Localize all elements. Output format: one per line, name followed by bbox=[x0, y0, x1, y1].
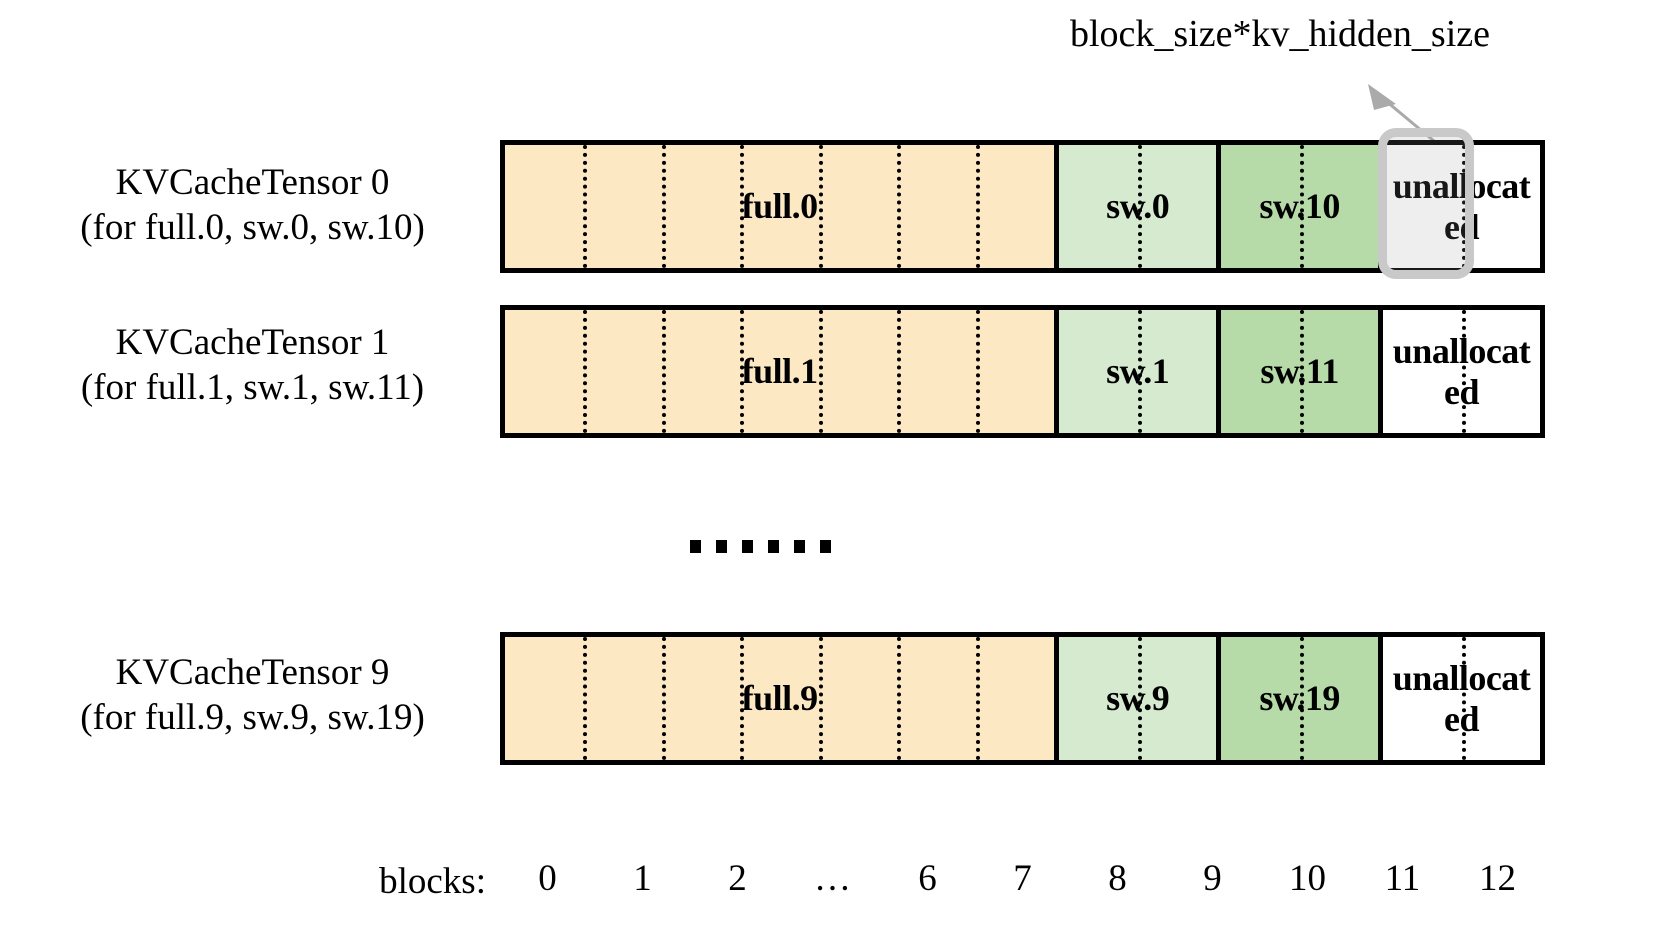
row-label-line2: (for full.9, sw.9, sw.19) bbox=[80, 697, 425, 739]
row-label-line2: (for full.0, sw.0, sw.10) bbox=[80, 207, 425, 249]
row-label-tensor-0: KVCacheTensor 0 (for full.0, sw.0, sw.10… bbox=[20, 160, 485, 250]
segment-unallocated[interactable]: unallocated bbox=[1383, 145, 1540, 268]
axis-tick: 9 bbox=[1203, 858, 1222, 899]
segment-label: full.9 bbox=[741, 678, 819, 719]
segment-unallocated[interactable]: unallocated bbox=[1383, 310, 1540, 433]
row-label-tensor-1: KVCacheTensor 1 (for full.1, sw.1, sw.11… bbox=[20, 320, 485, 410]
segment-unallocated[interactable]: unallocated bbox=[1383, 637, 1540, 760]
axis-tick: 12 bbox=[1479, 858, 1516, 899]
segment-label: sw.10 bbox=[1259, 186, 1340, 227]
segment-full-0[interactable]: full.0 bbox=[505, 145, 1060, 268]
segment-full-9[interactable]: full.9 bbox=[505, 637, 1060, 760]
axis-tick: 10 bbox=[1289, 858, 1326, 899]
segment-sw-19[interactable]: sw.19 bbox=[1221, 637, 1384, 760]
segment-label: sw.9 bbox=[1106, 678, 1170, 719]
axis-tick-list: 0 1 2 … 6 7 8 9 10 11 12 bbox=[500, 860, 1545, 897]
axis-tick: … bbox=[814, 858, 851, 899]
segment-sw-9[interactable]: sw.9 bbox=[1059, 637, 1222, 760]
segment-label: sw.1 bbox=[1106, 351, 1170, 392]
segment-label: full.0 bbox=[741, 186, 819, 227]
segment-sw-1[interactable]: sw.1 bbox=[1059, 310, 1222, 433]
blocks-axis: blocks: 0 1 2 … 6 7 8 9 10 11 12 bbox=[0, 860, 1676, 914]
segment-label: sw.19 bbox=[1259, 678, 1340, 719]
axis-tick: 8 bbox=[1108, 858, 1127, 899]
segment-label: sw.11 bbox=[1260, 351, 1339, 392]
row-label-line2: (for full.1, sw.1, sw.11) bbox=[80, 367, 425, 409]
block-highlight-box bbox=[1378, 128, 1474, 279]
tensor-bar-0: full.0 sw.0 sw.10 unallocated bbox=[500, 140, 1545, 273]
axis-tick: 7 bbox=[1013, 858, 1032, 899]
vertical-ellipsis bbox=[690, 540, 831, 553]
axis-tick: 0 bbox=[538, 858, 557, 899]
axis-tick: 6 bbox=[918, 858, 937, 899]
tensor-bar-1: full.1 sw.1 sw.11 unallocated bbox=[500, 305, 1545, 438]
segment-label: unallocated bbox=[1392, 331, 1531, 412]
segment-label: sw.0 bbox=[1106, 186, 1170, 227]
segment-full-1[interactable]: full.1 bbox=[505, 310, 1060, 433]
segment-sw-0[interactable]: sw.0 bbox=[1059, 145, 1222, 268]
axis-tick: 11 bbox=[1384, 858, 1421, 899]
segment-sw-10[interactable]: sw.10 bbox=[1221, 145, 1384, 268]
row-label-tensor-9: KVCacheTensor 9 (for full.9, sw.9, sw.19… bbox=[20, 650, 485, 740]
axis-tick: 1 bbox=[633, 858, 652, 899]
row-label-line1: KVCacheTensor 9 bbox=[115, 652, 390, 693]
row-label-line1: KVCacheTensor 1 bbox=[115, 322, 390, 363]
axis-caption: blocks: bbox=[379, 861, 486, 902]
axis-tick: 2 bbox=[728, 858, 747, 899]
segment-sw-11[interactable]: sw.11 bbox=[1221, 310, 1384, 433]
row-label-line1: KVCacheTensor 0 bbox=[115, 162, 390, 203]
tensor-bar-9: full.9 sw.9 sw.19 unallocated bbox=[500, 632, 1545, 765]
segment-label: unallocated bbox=[1392, 658, 1531, 739]
segment-label: full.1 bbox=[741, 351, 819, 392]
annotation-label: block_size*kv_hidden_size bbox=[1069, 13, 1490, 55]
